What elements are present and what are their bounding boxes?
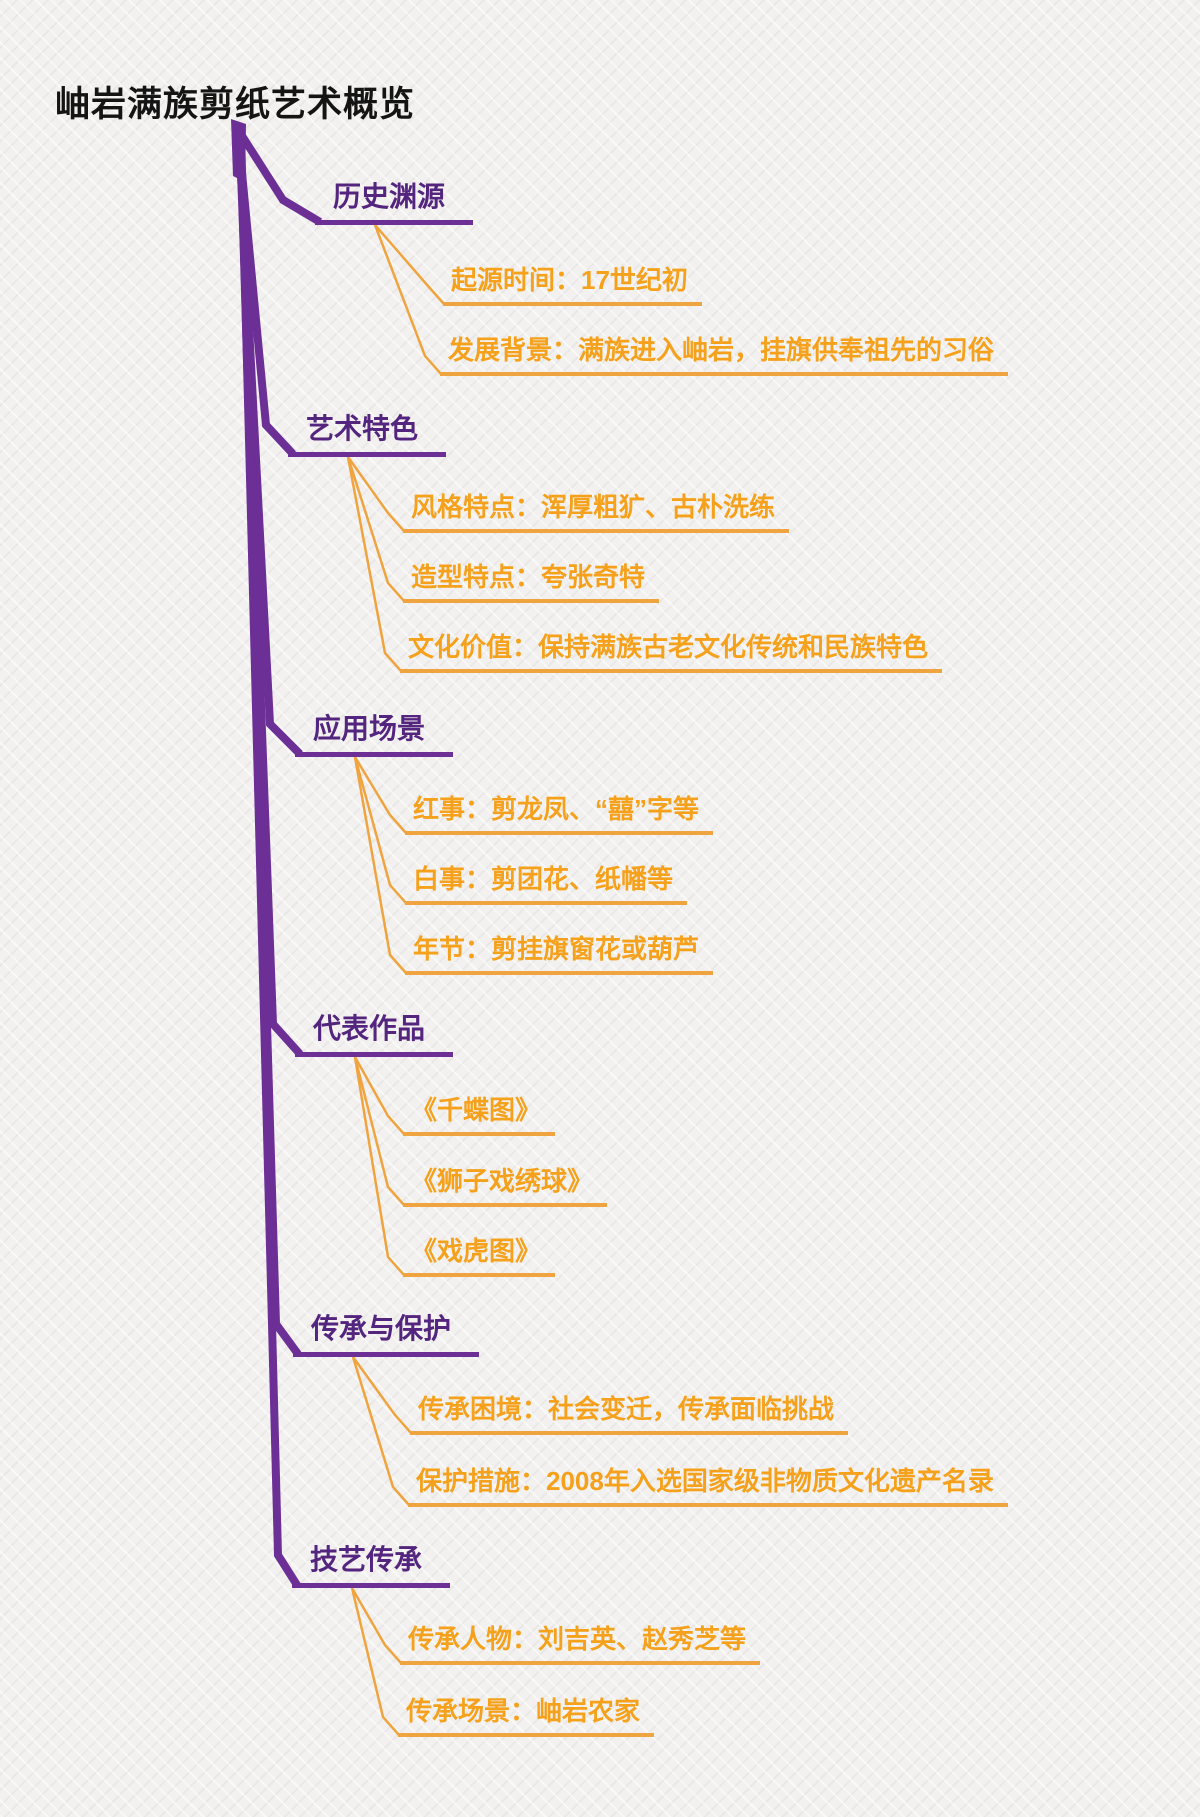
item-node[interactable]: 起源时间：17世纪初: [443, 263, 702, 306]
item-node[interactable]: 年节：剪挂旗窗花或葫芦: [405, 932, 714, 975]
branch-node[interactable]: 历史渊源: [315, 179, 474, 225]
branch-node[interactable]: 代表作品: [295, 1011, 454, 1057]
item-node[interactable]: 文化价值：保持满族古老文化传统和民族特色: [400, 630, 943, 673]
item-node[interactable]: 造型特点：夸张奇特: [403, 560, 660, 603]
branch-node[interactable]: 传承与保护: [293, 1311, 480, 1357]
item-node[interactable]: 白事：剪团花、纸幡等: [405, 862, 688, 905]
branch-node[interactable]: 技艺传承: [292, 1542, 451, 1588]
item-node[interactable]: 《戏虎图》: [403, 1234, 556, 1277]
item-node[interactable]: 发展背景：满族进入岫岩，挂旗供奉祖先的习俗: [440, 333, 1009, 376]
branch-node[interactable]: 艺术特色: [288, 411, 447, 457]
item-node[interactable]: 红事：剪龙凤、“囍”字等: [405, 792, 714, 835]
item-node[interactable]: 保护措施：2008年入选国家级非物质文化遗产名录: [408, 1464, 1008, 1507]
item-node[interactable]: 风格特点：浑厚粗犷、古朴洗练: [403, 490, 790, 533]
item-node[interactable]: 《狮子戏绣球》: [403, 1164, 608, 1207]
branch-node[interactable]: 应用场景: [295, 711, 454, 757]
item-node[interactable]: 传承困境：社会变迁，传承面临挑战: [410, 1392, 849, 1435]
item-node[interactable]: 《千蝶图》: [403, 1093, 556, 1136]
item-node[interactable]: 传承人物：刘吉英、赵秀芝等: [400, 1622, 761, 1665]
root-title[interactable]: 岫岩满族剪纸艺术概览: [55, 85, 416, 124]
item-node[interactable]: 传承场景：岫岩农家: [398, 1694, 655, 1737]
